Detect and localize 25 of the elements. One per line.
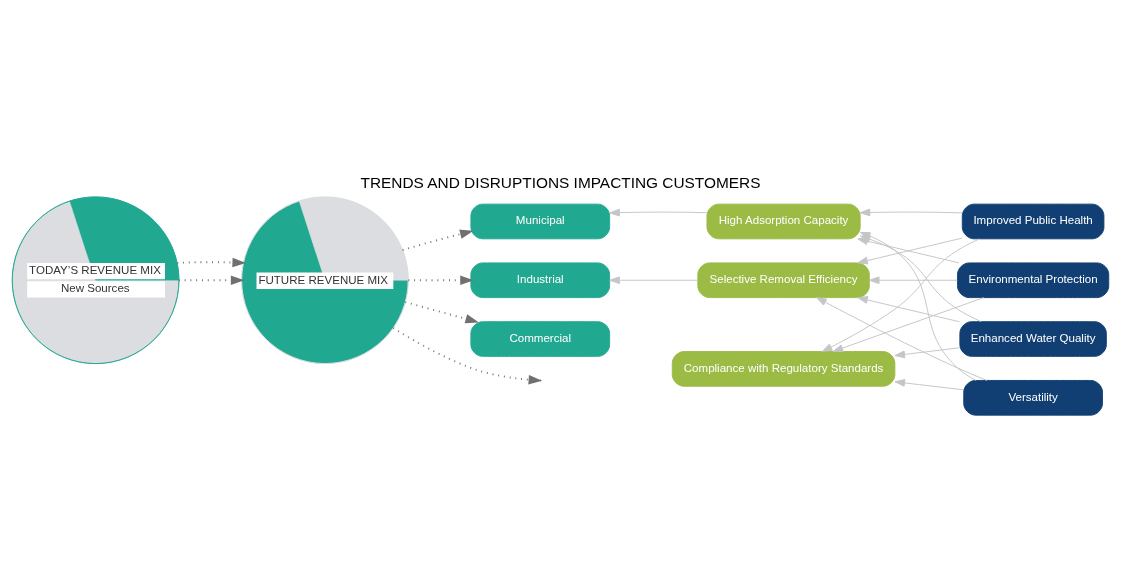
arrow	[178, 275, 245, 285]
arrow	[859, 208, 963, 216]
arrow	[609, 208, 708, 216]
node-box: Versatility	[963, 379, 1103, 416]
node-box: Improved Public Health	[961, 203, 1105, 239]
arrow	[894, 346, 961, 358]
arrow	[832, 296, 985, 352]
node-box: Compliance with Regulatory Standards	[671, 350, 896, 387]
arrow	[404, 300, 479, 323]
node-box: Enhanced Water Quality	[959, 320, 1107, 357]
node-box: Municipal	[470, 203, 611, 239]
node-box: Selective Removal Efficiency	[697, 261, 870, 298]
node-box: High Adsorption Capacity	[706, 203, 861, 239]
arrow	[857, 295, 960, 322]
arrow	[816, 296, 988, 381]
arrow	[407, 275, 474, 285]
arrow	[894, 378, 964, 390]
node-box: Commercial	[470, 320, 611, 357]
arrow	[868, 275, 958, 284]
arrow	[176, 257, 246, 267]
node-box: Industrial	[470, 261, 611, 298]
arrow	[609, 275, 699, 284]
node-box: Environmental Protection	[957, 261, 1110, 298]
arrow	[401, 229, 474, 251]
diagram-title: TRENDS AND DISRUPTIONS IMPACTING CUSTOMERS	[360, 173, 761, 191]
